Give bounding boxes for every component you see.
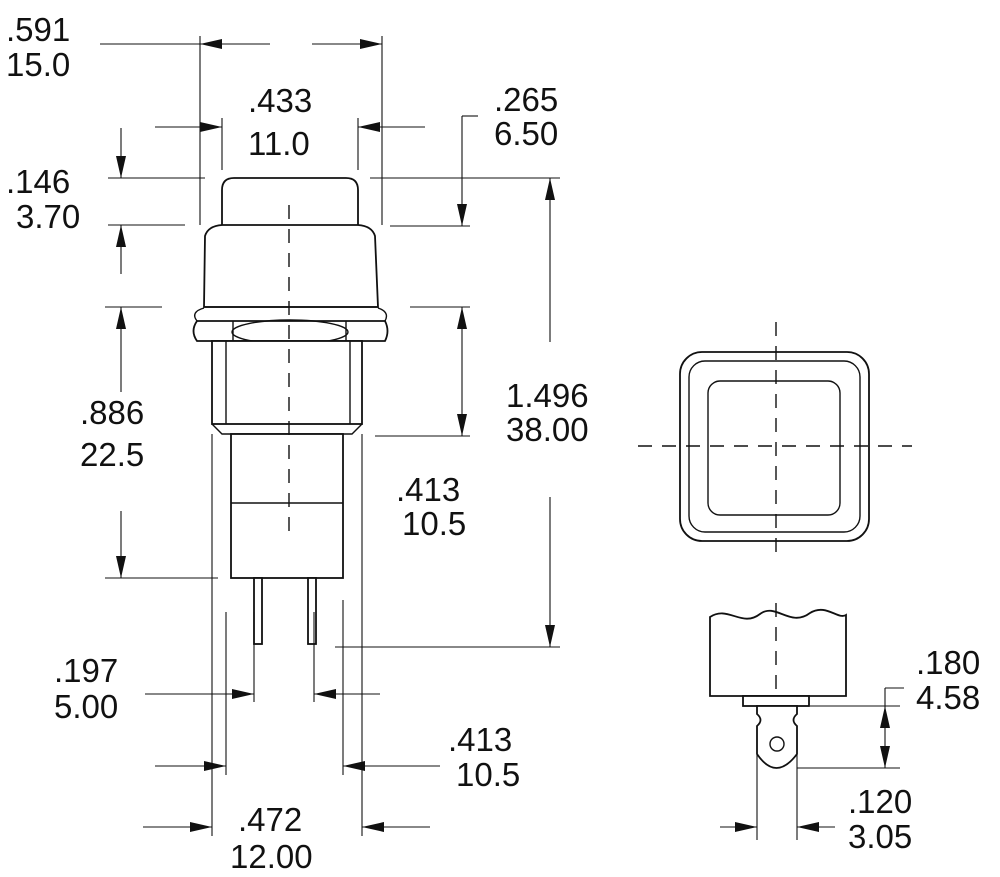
terminal-pin-left	[253, 577, 263, 645]
body-height-mm: 22.5	[80, 436, 144, 473]
switch-housing	[230, 433, 344, 579]
bezel	[203, 224, 379, 308]
housing-width-inch: .472	[238, 801, 302, 838]
dimension-lines	[100, 36, 560, 836]
body-width-mm: 10.5	[456, 756, 520, 793]
terminal-length-inch: .180	[916, 644, 980, 681]
threaded-bushing	[211, 340, 363, 425]
overall-width-inch: .591	[6, 11, 70, 48]
terminal-body-section	[709, 608, 847, 697]
pin-spacing-inch: .197	[54, 652, 118, 689]
solder-lug-hole	[769, 736, 785, 752]
cap-width-mm: 11.0	[248, 125, 310, 162]
thread-length-mm: 10.5	[402, 505, 466, 542]
housing-width-mm: 12.00	[230, 838, 313, 875]
body-height-inch: .886	[80, 394, 144, 431]
cap-height-mm: 3.70	[16, 198, 80, 235]
overall-width-mm: 15.0	[6, 46, 70, 83]
overall-height-mm: 38.00	[506, 411, 589, 448]
cap-height-inch: .146	[6, 163, 70, 200]
cap-width-inch: .433	[248, 82, 312, 119]
terminal-detail	[709, 603, 904, 840]
terminal-length-mm: 4.58	[916, 679, 980, 716]
cap-travel-mm: 6.50	[494, 115, 558, 152]
mounting-nut	[192, 320, 389, 342]
top-view-inner-cap	[707, 380, 841, 516]
terminal-width-inch: .120	[848, 783, 912, 820]
side-view	[192, 177, 389, 645]
top-view-outer-square	[679, 351, 870, 542]
top-view	[638, 322, 912, 560]
thread-length-inch: .413	[396, 471, 460, 508]
body-width-inch: .413	[448, 721, 512, 758]
overall-height-inch: 1.496	[506, 377, 589, 414]
dimension-labels: .591 15.0 .433 11.0 .265 6.50 .146 3.70 …	[6, 11, 980, 875]
terminal-pin-right	[307, 577, 317, 645]
pin-spacing-mm: 5.00	[54, 688, 118, 725]
push-cap	[221, 177, 359, 228]
terminal-width-mm: 3.05	[848, 818, 912, 855]
cap-travel-inch: .265	[494, 81, 558, 118]
